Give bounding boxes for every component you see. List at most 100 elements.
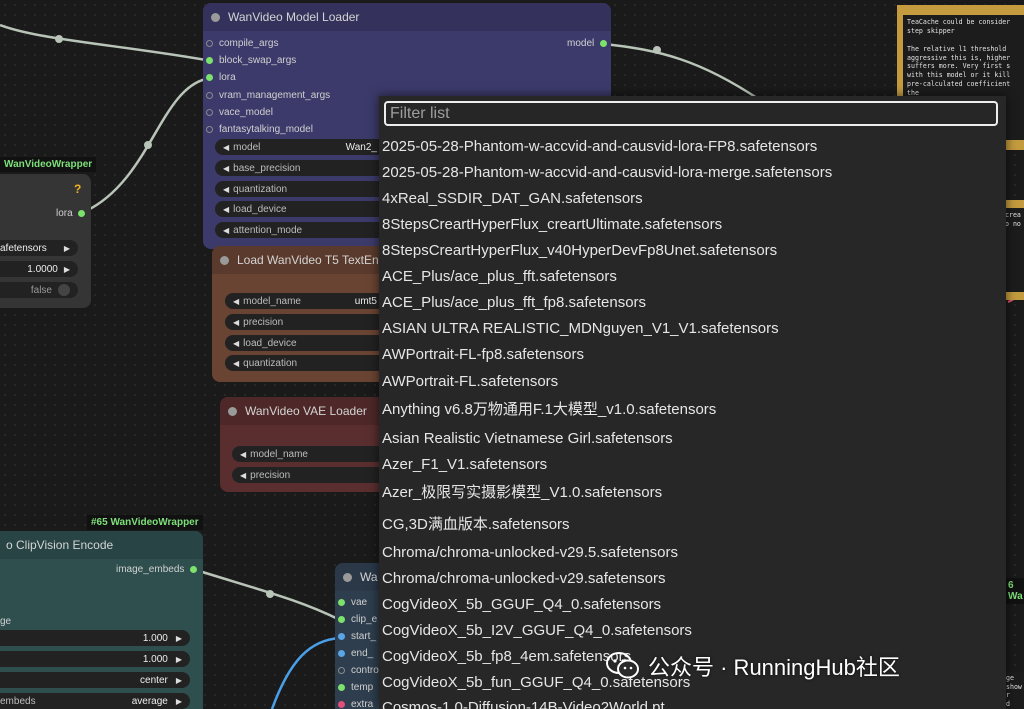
dropdown-option[interactable]: ASIAN ULTRA REALISTIC_MDNguyen_V1_V1.saf… — [382, 320, 779, 337]
input-vram-management-args[interactable]: vram_management_args — [206, 87, 330, 103]
input-slot-icon[interactable] — [338, 683, 345, 691]
arrow-left-icon[interactable]: ◀ — [223, 225, 230, 235]
input-slot-icon[interactable] — [206, 73, 213, 81]
right-node-badge: 6 Wa — [1004, 578, 1024, 604]
input-control[interactable]: contro — [338, 662, 379, 678]
input-slot-icon[interactable] — [338, 666, 345, 674]
widget-t5-precision[interactable]: ◀precision — [225, 314, 385, 330]
arrow-left-icon[interactable]: ◀ — [233, 358, 240, 368]
dropdown-option[interactable]: AWPortrait-FL.safetensors — [382, 373, 559, 390]
arrow-left-icon[interactable]: ◀ — [233, 296, 240, 306]
dropdown-option[interactable]: ACE_Plus/ace_plus_fft.safetensors — [382, 268, 617, 285]
input-slot-icon[interactable] — [338, 615, 345, 623]
input-slot-icon[interactable] — [338, 700, 345, 708]
widget-clip-crop[interactable]: center▶ — [0, 672, 190, 688]
filter-list-input[interactable] — [384, 101, 998, 126]
dropdown-option[interactable]: CogVideoX_5b_fp8_4em.safetensors — [382, 648, 632, 665]
model-dropdown-list[interactable]: 2025-05-28-Phantom-w-accvid-and-causvid-… — [379, 96, 1006, 709]
dropdown-option[interactable]: CogVideoX_5b_GGUF_Q4_0.safetensors — [382, 596, 662, 613]
input-start-image[interactable]: start_ — [338, 628, 376, 644]
collapse-dot-icon[interactable] — [228, 406, 237, 416]
arrow-left-icon[interactable]: ◀ — [240, 470, 247, 480]
dropdown-option[interactable]: Asian Realistic Vietnamese Girl.safetens… — [382, 430, 673, 447]
widget-toggle[interactable]: false — [0, 282, 78, 298]
toggle-knob-icon[interactable] — [58, 284, 70, 296]
widget-strength[interactable]: 1.0000▶ — [0, 261, 78, 277]
dropdown-option[interactable]: 8StepsCreartHyperFlux_v40HyperDevFp8Unet… — [382, 242, 778, 259]
widget-base-precision[interactable]: ◀base_precision — [215, 160, 385, 176]
dropdown-option[interactable]: CogVideoX_5b_fun_GGUF_Q4_0.safetensors — [382, 674, 691, 691]
dropdown-option[interactable]: 8StepsCreartHyperFlux_creartUltimate.saf… — [382, 216, 723, 233]
dropdown-option[interactable]: Chroma/chroma-unlocked-v29.safetensors — [382, 570, 666, 587]
collapse-dot-icon[interactable] — [220, 255, 229, 265]
arrow-right-icon[interactable]: ▶ — [175, 696, 182, 706]
output-model[interactable]: model — [567, 35, 613, 51]
widget-lora-name[interactable]: afetensors▶ — [0, 240, 78, 256]
output-image-embeds[interactable]: image_embeds — [116, 561, 203, 577]
widget-t5-load-device[interactable]: ◀load_device — [225, 335, 385, 351]
arrow-left-icon[interactable]: ◀ — [223, 184, 230, 194]
input-block-swap-args[interactable]: block_swap_args — [206, 52, 296, 68]
input-slot-icon[interactable] — [206, 39, 213, 47]
input-slot-icon[interactable] — [206, 125, 213, 133]
input-slot-icon[interactable] — [338, 649, 345, 657]
dropdown-option[interactable]: Cosmos-1.0-Diffusion-14B-Video2World.pt — [382, 699, 665, 709]
widget-clip-strength-1[interactable]: 1.000▶ — [0, 630, 190, 646]
dropdown-option[interactable]: Anything v6.8万物通用F.1大模型_v1.0.safetensors — [382, 401, 717, 418]
input-end-image[interactable]: end_ — [338, 645, 373, 661]
output-slot-icon[interactable] — [600, 39, 608, 47]
dropdown-option[interactable]: CogVideoX_5b_I2V_GGUF_Q4_0.safetensors — [382, 622, 692, 639]
output-lora[interactable]: lora — [56, 205, 91, 221]
arrow-left-icon[interactable]: ◀ — [240, 449, 247, 459]
model-loader-header[interactable]: WanVideo Model Loader — [203, 3, 611, 31]
widget-load-device[interactable]: ◀load_device — [215, 201, 385, 217]
arrow-left-icon[interactable]: ◀ — [223, 204, 230, 214]
widget-quantization[interactable]: ◀quantization — [215, 181, 385, 197]
output-slot-icon[interactable] — [77, 209, 85, 217]
arrow-right-icon[interactable]: ▶ — [175, 675, 182, 685]
dropdown-option[interactable]: 2025-05-28-Phantom-w-accvid-and-causvid-… — [382, 138, 818, 155]
widget-clip-strength-2[interactable]: 1.000▶ — [0, 651, 190, 667]
arrow-left-icon[interactable]: ◀ — [223, 142, 230, 152]
dropdown-option[interactable]: AWPortrait-FL-fp8.safetensors — [382, 346, 585, 363]
arrow-right-icon[interactable]: ▶ — [175, 633, 182, 643]
input-fantasytalking-model[interactable]: fantasytalking_model — [206, 121, 313, 137]
dropdown-option[interactable]: Chroma/chroma-unlocked-v29.5.safetensors — [382, 544, 678, 561]
input-vae[interactable]: vae — [338, 594, 367, 610]
input-slot-icon[interactable] — [338, 632, 345, 640]
arrow-left-icon[interactable]: ◀ — [223, 163, 230, 173]
dropdown-option[interactable]: ACE_Plus/ace_plus_fft_fp8.safetensors — [382, 294, 647, 311]
arrow-left-icon[interactable]: ◀ — [233, 338, 240, 348]
input-slot-icon[interactable] — [206, 108, 213, 116]
widget-attention-mode[interactable]: ◀attention_mode — [215, 222, 385, 238]
input-extra[interactable]: extra — [338, 696, 373, 709]
input-slot-icon[interactable] — [206, 91, 213, 99]
notes-node-3[interactable]: ge show r d — [1004, 672, 1024, 709]
input-vace-model[interactable]: vace_model — [206, 104, 273, 120]
input-clip-embeds[interactable]: clip_e — [338, 611, 377, 627]
collapse-dot-icon[interactable] — [343, 572, 352, 582]
arrow-right-icon[interactable]: ▶ — [63, 243, 70, 253]
widget-vae-precision[interactable]: ◀precision — [232, 467, 385, 483]
dropdown-option[interactable]: Azer_极限写实摄影模型_V1.0.safetensors — [382, 484, 663, 501]
input-slot-icon[interactable] — [338, 598, 345, 606]
arrow-right-icon[interactable]: ▶ — [63, 264, 70, 274]
dropdown-option[interactable]: Azer_F1_V1.safetensors — [382, 456, 548, 473]
input-compile-args[interactable]: compile_args — [206, 35, 278, 51]
dropdown-option[interactable]: 2025-05-28-Phantom-w-accvid-and-causvid-… — [382, 164, 833, 181]
collapse-dot-icon[interactable] — [211, 12, 220, 22]
clip-node-badge: #65 WanVideoWrapper — [87, 515, 203, 530]
widget-t5-quantization[interactable]: ◀quantization — [225, 355, 385, 371]
output-slot-icon[interactable] — [190, 565, 198, 573]
dropdown-option[interactable]: 4xReal_SSDIR_DAT_GAN.safetensors — [382, 190, 643, 207]
input-temporal[interactable]: temp — [338, 679, 373, 695]
arrow-right-icon[interactable]: ▶ — [175, 654, 182, 664]
input-slot-icon[interactable] — [206, 56, 213, 64]
input-lora[interactable]: lora — [206, 69, 236, 85]
widget-vae-model-name[interactable]: ◀model_name — [232, 446, 385, 462]
dropdown-option[interactable]: CG,3D满血版本.safetensors — [382, 516, 570, 533]
arrow-left-icon[interactable]: ◀ — [233, 317, 240, 327]
